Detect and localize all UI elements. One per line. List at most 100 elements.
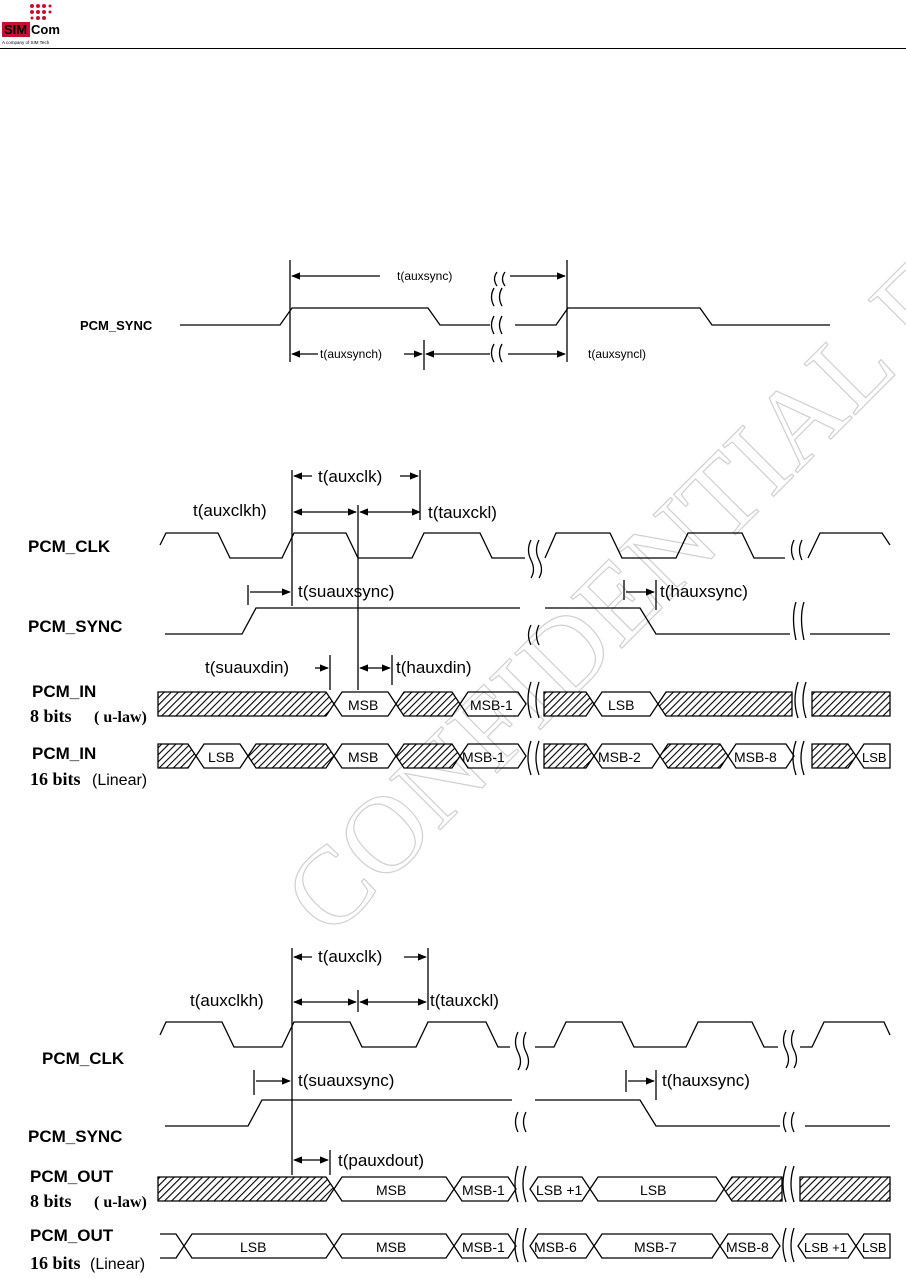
d2-in16-label-lsb-end: LSB	[862, 750, 887, 765]
d2-in-16bits: 16 bits	[30, 769, 81, 789]
diagram-pcm-out-timing: PCM_CLK PCM_SYNC PCM_OUT 8 bits ( u-law)…	[28, 947, 891, 1273]
d2-in16-cell-hatch	[395, 743, 461, 769]
d3-t-pauxdout: t(pauxdout)	[338, 1151, 424, 1170]
logo-tagline: A company of SIM Tech	[2, 40, 50, 45]
d2-in8-cell-hatch	[657, 691, 793, 717]
d2-t-hauxsync: t(hauxsync)	[660, 582, 748, 601]
d2-sync-label: PCM_SYNC	[28, 617, 122, 636]
d3-out16-label-lsb1: LSB +1	[804, 1240, 847, 1255]
d3-out16-label-msb7: MSB-7	[634, 1239, 677, 1255]
d3-clk-waveform-a	[159, 1021, 510, 1048]
d3-t-tauxckl: t(tauxckl)	[430, 991, 499, 1010]
d2-in8-label-msb: MSB	[348, 697, 378, 713]
d3-out-8mode: ( u-law)	[94, 1194, 147, 1211]
logo-text-sim: SIM	[4, 22, 27, 37]
d2-in16-cell-hatch	[247, 743, 335, 769]
sync-signal-label: PCM_SYNC	[80, 318, 153, 333]
d2-in-label: PCM_IN	[32, 682, 96, 701]
d2-t-auxclk: t(auxclk)	[318, 467, 382, 486]
d3-out16-label-msb6: MSB-6	[534, 1239, 577, 1255]
d2-in-8bits: 8 bits	[30, 706, 72, 726]
d3-out16-cell-msb8	[719, 1233, 781, 1259]
sync-waveform-left	[180, 307, 490, 326]
sync-break-mark	[490, 271, 506, 363]
d2-in16-row: LSB MSB MSB-1 MSB-2 MSB-8 LSB	[157, 743, 891, 769]
d2-in16-label-msb: MSB	[348, 749, 378, 765]
sync-waveform-right	[515, 307, 830, 326]
d3-out16-cell-msb1	[453, 1233, 517, 1259]
d3-sync-label: PCM_SYNC	[28, 1127, 122, 1146]
d2-in16-cell-hatch	[157, 743, 197, 769]
d3-out16-cell-start	[160, 1233, 185, 1259]
d3-out8-label-lsb: LSB	[640, 1182, 666, 1198]
d2-in8-cell-hatch	[157, 691, 335, 717]
d3-t-suauxsync: t(suauxsync)	[298, 1071, 394, 1090]
d3-sync-waveform	[165, 1099, 890, 1127]
d2-in8-label-msb1: MSB-1	[470, 697, 513, 713]
d3-out-16bits: 16 bits	[30, 1253, 81, 1273]
d2-in16-cell-hatch	[659, 743, 729, 769]
d3-clk-waveform-b	[535, 1021, 778, 1048]
d2-in16-label-msb1: MSB-1	[462, 749, 505, 765]
d2-in16-cell-msb8	[727, 743, 795, 769]
d2-in16-label-lsb: LSB	[208, 749, 234, 765]
d2-in8-cell-hatch	[543, 691, 595, 717]
diagram-sync-timing: PCM_SYNC t(auxsync) t(auxsynch) t(auxsyn…	[80, 260, 830, 370]
d2-break-marks-top	[527, 539, 805, 646]
d3-break-marks-top	[514, 1029, 798, 1133]
d2-in8-row: MSB MSB-1 LSB	[157, 691, 891, 717]
d2-clk-waveform-a	[159, 532, 525, 559]
header-rule	[0, 48, 906, 49]
d2-in8-cell-hatch	[395, 691, 461, 717]
t-auxsync-label: t(auxsync)	[397, 269, 452, 283]
d2-t-tauxckl: t(tauxckl)	[428, 503, 497, 522]
d3-out8-label-lsb1: LSB +1	[536, 1182, 583, 1198]
d2-in16-cell-hatch	[543, 743, 595, 769]
d2-in8-cell-hatch	[811, 691, 891, 717]
d3-t-auxclk: t(auxclk)	[318, 947, 382, 966]
d2-t-suauxdin: t(suauxdin)	[205, 658, 289, 677]
logo-text-com: Com	[31, 22, 60, 37]
d2-t-suauxsync: t(suauxsync)	[298, 582, 394, 601]
t-auxsynch-label: t(auxsynch)	[320, 347, 382, 361]
d2-clk-waveform-c	[807, 532, 891, 559]
d2-in2-label: PCM_IN	[32, 744, 96, 763]
d2-in-16mode: (Linear)	[92, 772, 147, 789]
t-auxsyncl-label: t(auxsyncl)	[588, 347, 646, 361]
d3-out8-label-msb: MSB	[376, 1182, 406, 1198]
d3-out16-label-lsb: LSB	[240, 1239, 266, 1255]
d3-clk-waveform-c	[800, 1021, 891, 1048]
d3-out16-label-lsb-end: LSB	[862, 1240, 887, 1255]
d2-in8-cell-msb1	[459, 691, 527, 717]
d3-out2-label: PCM_OUT	[30, 1226, 114, 1245]
d2-sync-waveform	[165, 607, 890, 635]
d2-in16-label-msb8: MSB-8	[734, 749, 777, 765]
d3-out16-label-msb8: MSB-8	[726, 1239, 769, 1255]
d2-t-auxclkh: t(auxclkh)	[193, 501, 267, 520]
d2-in16-cell-lsb-end	[855, 743, 891, 769]
d3-out8-cell-hatch	[723, 1176, 783, 1202]
diagram-pcm-in-timing: PCM_CLK PCM_SYNC PCM_IN 8 bits ( u-law) …	[28, 467, 891, 789]
d2-in16-label-msb2: MSB-2	[598, 749, 641, 765]
d3-out16-label-msb: MSB	[376, 1239, 406, 1255]
d3-out8-cell-msb1	[453, 1176, 517, 1202]
d2-clk-waveform-b	[544, 532, 785, 559]
d2-in8-label-lsb: LSB	[608, 697, 634, 713]
d3-t-hauxsync: t(hauxsync)	[662, 1071, 750, 1090]
logo-box	[2, 22, 30, 37]
d3-out16-row: LSB MSB MSB-1 MSB-6 MSB-7 MSB-8 LSB +1 L…	[160, 1233, 891, 1259]
d3-out-label: PCM_OUT	[30, 1167, 114, 1186]
d3-out16-label-msb1: MSB-1	[462, 1239, 505, 1255]
simcom-logo: SIM Com A company of SIM Tech	[2, 2, 62, 48]
d3-out8-cell-hatch	[799, 1176, 891, 1202]
d3-out16-cell-lsb-end	[855, 1233, 891, 1259]
d3-out-8bits: 8 bits	[30, 1191, 72, 1211]
d2-in16-cell-msb1	[459, 743, 527, 769]
d3-clk-label: PCM_CLK	[42, 1049, 125, 1068]
d3-out-16mode: (Linear)	[90, 1256, 145, 1273]
d2-clk-label: PCM_CLK	[28, 537, 111, 556]
d3-out8-label-msb1: MSB-1	[462, 1182, 505, 1198]
d2-in16-cell-hatch	[811, 743, 857, 769]
